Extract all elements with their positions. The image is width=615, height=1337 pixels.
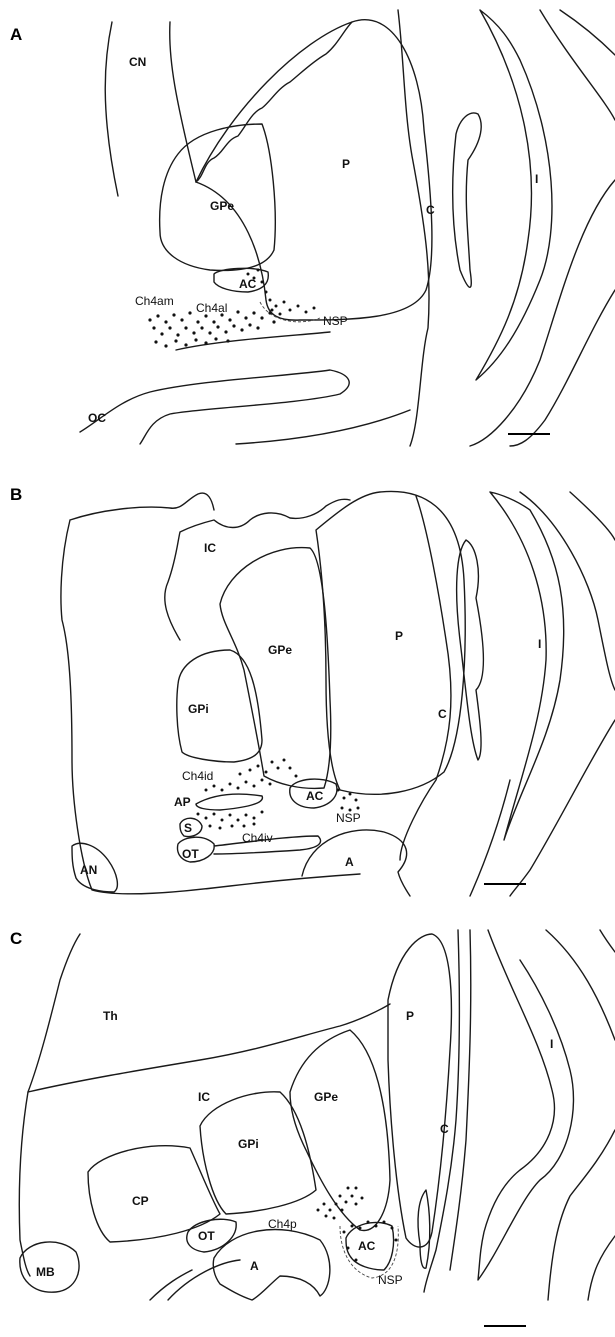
label-c: C [438,707,447,721]
cortex-line-2 [560,10,615,55]
label-p: P [406,1009,414,1023]
cerebral-peduncle-outline [88,1146,220,1242]
label-p: P [342,157,350,171]
panel-b: B [10,485,615,896]
label-mb: MB [36,1265,55,1279]
globus-pallidus-externus-outline [290,1030,390,1230]
putamen-outline [196,20,432,320]
insula-outline [490,492,564,840]
ch4p-cell-cluster [317,1187,364,1220]
label-i: I [538,637,541,651]
label-ch4am: Ch4am [135,294,174,308]
internal-capsule-outline [165,499,350,640]
label-an: AN [80,863,97,877]
label-p: P [395,629,403,643]
cortex-line-1 [546,930,615,1040]
label-gpi: GPi [238,1137,259,1151]
label-c: C [426,203,435,217]
label-nsp: NSP [378,1273,403,1287]
globus-pallidus-internus-outline [200,1092,316,1214]
label-cn: CN [129,55,146,69]
caudate-nucleus-outline [105,22,196,196]
putamen-crenated-border [196,22,352,182]
label-ch4al: Ch4al [196,301,227,315]
cortex-line-3 [548,1130,615,1300]
thalamus-outline [28,934,390,1092]
cortex-line-1 [540,10,615,120]
panel-letter: B [10,485,22,504]
amygdala-outline [302,830,410,896]
insula-outline [476,10,552,380]
label-cp: CP [132,1194,149,1208]
label-ac: AC [358,1239,376,1253]
label-oc: OC [88,411,106,425]
label-ch4p: Ch4p [268,1217,297,1231]
nsp-cell-cluster [247,269,316,316]
cortex-line-2 [600,930,615,952]
putamen-outline [316,491,465,794]
label-ch4iv: Ch4iv [242,831,273,845]
label-nsp: NSP [323,314,348,328]
label-c: C [440,1122,449,1136]
claustrum-outline [400,496,451,860]
label-gpi: GPi [188,702,209,716]
label-gpe: GPe [314,1090,338,1104]
caudate-tail-c-outline [457,540,484,760]
optic-chiasm-outline [80,370,349,444]
cortex-line-4 [588,1236,615,1300]
label-ac: AC [239,277,257,291]
label-th: Th [103,1009,118,1023]
ventral-outline [176,332,410,444]
label-ot: OT [182,847,199,861]
globus-pallidus-externus-outline [220,548,331,789]
panel-a: A [10,10,615,446]
label-nsp: NSP [336,811,361,825]
ch4a-cell-cluster [148,310,275,347]
label-s: S [184,821,192,835]
ansa-peduncularis-outline [196,794,262,810]
label-i: I [535,172,538,186]
globus-pallidus-externus-outline [160,124,276,270]
caudate-tail-c-outline [453,113,481,287]
label-ch4id: Ch4id [182,769,213,783]
label-a: A [250,1259,259,1273]
panel-c: C [10,929,615,1326]
caudate-tail-c-outline [418,1190,430,1268]
label-ic: IC [198,1090,210,1104]
label-ic: IC [204,541,216,555]
label-ot: OT [198,1229,215,1243]
cortex-line-2 [570,492,615,540]
label-gpe: GPe [268,643,292,657]
ventral-outline [150,1260,240,1300]
label-gpe: GPe [210,199,234,213]
label-a: A [345,855,354,869]
putamen-outline [388,934,451,1247]
cortex-line-3 [510,720,615,896]
amygdala-outline [213,1230,330,1300]
claustrum-outline [398,10,429,446]
panel-letter: C [10,929,22,948]
label-ac: AC [306,789,324,803]
cortex-line-3 [470,180,615,446]
label-i: I [550,1037,553,1051]
panel-letter: A [10,25,22,44]
label-ap: AP [174,795,191,809]
